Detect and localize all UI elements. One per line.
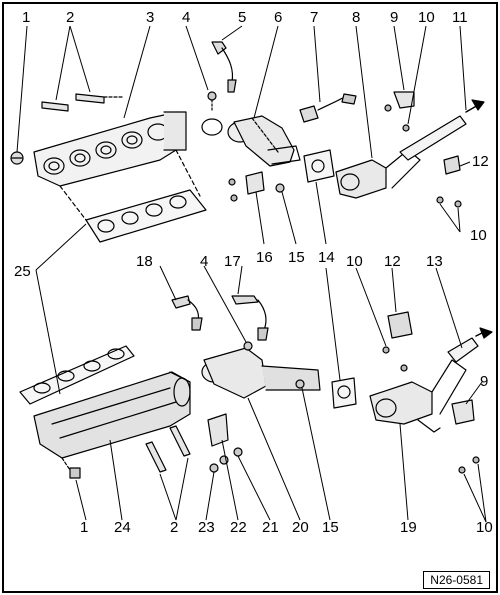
callout-20: 20 (292, 519, 309, 536)
exhaust-pipe-part-11 (399, 99, 485, 161)
callout-9-top: 9 (390, 9, 398, 26)
figure-reference-code: N26-0581 (423, 571, 490, 589)
callout-6: 6 (274, 9, 282, 26)
clamp-part-12-bottom (387, 311, 413, 339)
callout-18: 18 (136, 253, 153, 270)
callout-1-top: 1 (22, 9, 30, 26)
callout-7: 7 (310, 9, 318, 26)
callout-14: 14 (318, 249, 335, 266)
gasket-part-14-bottom (331, 377, 357, 409)
callout-4-bottom: 4 (200, 253, 208, 270)
lambda-sensor-part-18 (171, 295, 203, 331)
callout-4-top: 4 (182, 9, 190, 26)
callout-15-bottom: 15 (322, 519, 339, 536)
callout-2-top: 2 (66, 9, 74, 26)
bracket-part-9-top (393, 91, 415, 109)
exhaust-pipe-part-13 (447, 327, 493, 363)
lambda-sensor-part-17 (231, 295, 269, 341)
callout-10-top-b: 10 (470, 227, 487, 244)
leader-lines (16, 25, 487, 523)
clamp-part-12-top (443, 155, 461, 175)
callout-3: 3 (146, 9, 154, 26)
bracket-part-22 (207, 413, 243, 473)
studs-part-2-top (41, 93, 125, 112)
catalytic-converter-part-19 (369, 359, 467, 433)
bolts-part-10-bottom (382, 346, 480, 474)
callout-10-bottom: 10 (476, 519, 493, 536)
callout-12-top: 12 (472, 153, 489, 170)
nut-part-15-top (275, 183, 285, 193)
callout-9-bottom: 9 (480, 373, 488, 390)
callout-16: 16 (256, 249, 273, 266)
bracket-part-16 (228, 171, 265, 202)
exhaust-manifold-part-3 (33, 111, 187, 187)
callout-15-top: 15 (288, 249, 305, 266)
nut-part-15-bottom (295, 379, 305, 389)
callout-labels: 1 2 3 4 5 6 7 8 9 10 11 12 10 25 16 15 1… (14, 9, 493, 536)
exhaust-manifold-part-24 (33, 371, 191, 471)
callout-1-bottom: 1 (80, 519, 88, 536)
bolts-part-10-top (384, 104, 462, 208)
callout-23: 23 (198, 519, 215, 536)
callout-24: 24 (114, 519, 131, 536)
nut-part-1-bottom (69, 467, 81, 479)
gasket-part-25-top (59, 149, 207, 243)
catalytic-converter-part-20 (201, 347, 321, 399)
callout-8: 8 (352, 9, 360, 26)
lambda-sensor-part-7 (299, 93, 357, 123)
studs-part-2-bottom (145, 425, 191, 473)
catalytic-converter-part-8 (335, 149, 421, 199)
callout-10-top-a: 10 (418, 9, 435, 26)
gasket-part-14-top (303, 149, 335, 183)
callout-12-bottom: 12 (384, 253, 401, 270)
callout-17: 17 (224, 253, 241, 270)
lambda-sensor-part-5 (211, 41, 237, 93)
catalytic-converter-part-6 (201, 115, 301, 167)
bracket-part-9-bottom (451, 399, 475, 425)
callout-2-bottom: 2 (170, 519, 178, 536)
nut-part-4-top (207, 91, 217, 113)
callout-10-mid: 10 (346, 253, 363, 270)
nut-part-4-bottom (243, 341, 253, 351)
callout-25: 25 (14, 263, 31, 280)
callout-22: 22 (230, 519, 247, 536)
gasket-part-25-bottom (19, 345, 135, 405)
callout-5: 5 (238, 9, 246, 26)
callout-19: 19 (400, 519, 417, 536)
callout-13: 13 (426, 253, 443, 270)
callout-21: 21 (262, 519, 279, 536)
nut-part-1-top (10, 151, 24, 165)
callout-11: 11 (452, 9, 468, 26)
